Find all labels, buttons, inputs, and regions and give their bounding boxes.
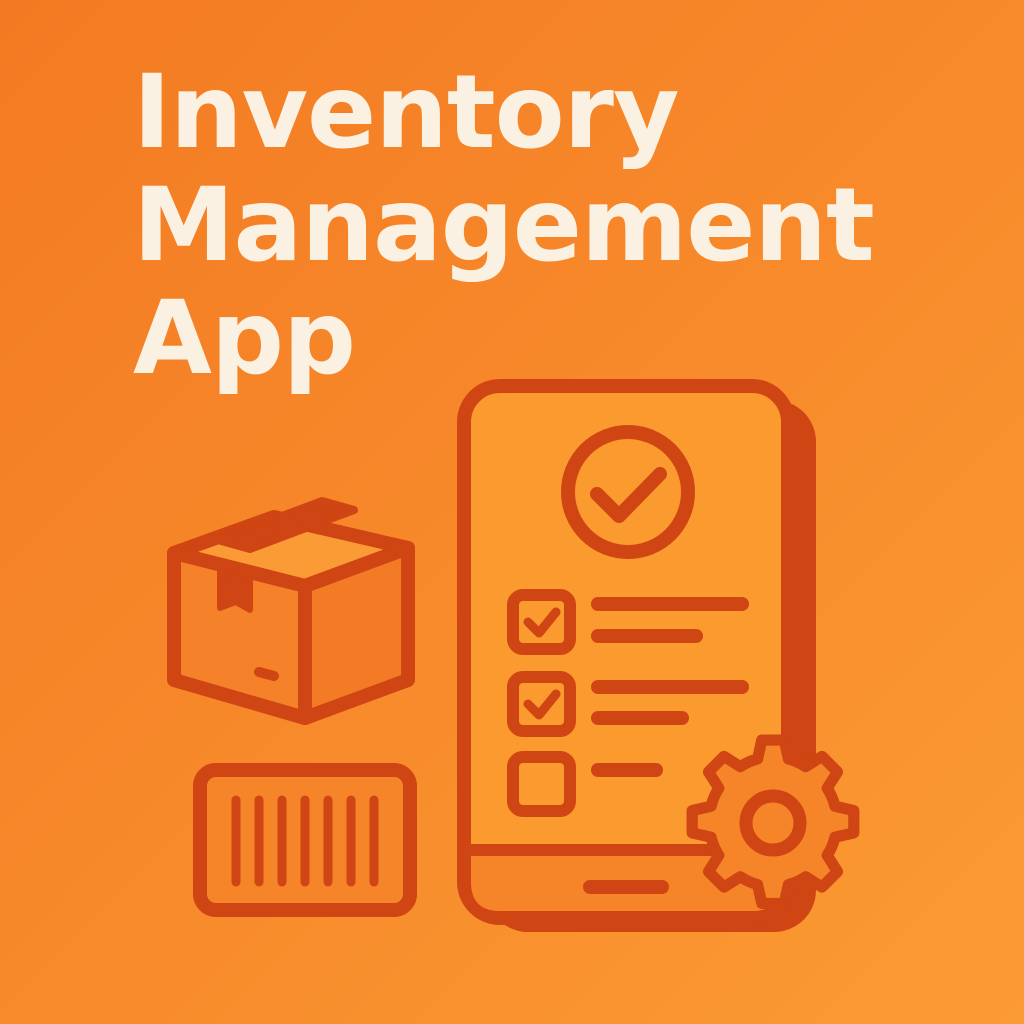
checkbox-checked-icon [507, 589, 576, 655]
check-circle-icon [561, 425, 695, 559]
checkbox-checked-icon [507, 671, 576, 737]
checklist [507, 589, 749, 817]
gear-icon [686, 734, 860, 910]
barcode-icon [193, 763, 417, 917]
title-line-1: Inventory [133, 53, 679, 172]
app-title: Inventory Management App [133, 53, 875, 398]
checkbox-empty-icon [507, 751, 576, 817]
title-line-3: App [133, 279, 356, 398]
box-icon [167, 497, 415, 725]
title-line-2: Management [133, 166, 875, 285]
